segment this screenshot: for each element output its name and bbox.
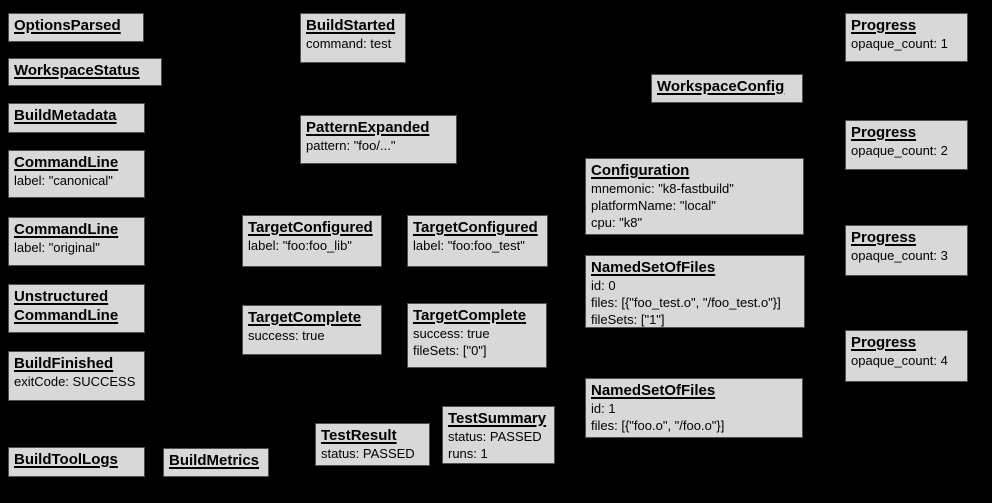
node-title: TargetComplete	[413, 307, 527, 324]
node-progress-4: Progress opaque_count: 4	[845, 330, 968, 382]
node-field: cpu: "k8"	[591, 215, 643, 230]
node-named-set-of-files-0: NamedSetOfFiles id: 0 files: [{"foo_test…	[585, 255, 805, 328]
node-progress-1: Progress opaque_count: 1	[845, 13, 968, 62]
node-field: fileSets: ["0"]	[413, 343, 487, 358]
node-field: success: true	[413, 326, 490, 341]
node-command-line-original: CommandLine label: "original"	[8, 217, 145, 266]
node-build-finished: BuildFinished exitCode: SUCCESS	[8, 351, 145, 401]
node-title: NamedSetOfFiles	[591, 259, 716, 276]
node-field: label: "original"	[14, 240, 100, 255]
node-title: TargetConfigured	[413, 219, 538, 236]
node-pattern-expanded: PatternExpanded pattern: "foo/..."	[300, 115, 457, 164]
node-field: opaque_count: 2	[851, 143, 948, 158]
node-field: opaque_count: 4	[851, 353, 948, 368]
node-test-result: TestResult status: PASSED	[315, 423, 430, 466]
node-field: runs: 1	[448, 446, 488, 461]
node-field: command: test	[306, 36, 392, 51]
node-title: BuildToolLogs	[14, 451, 118, 468]
node-progress-3: Progress opaque_count: 3	[845, 225, 968, 276]
node-title: BuildStarted	[306, 17, 396, 34]
node-title: Configuration	[591, 162, 690, 179]
node-workspace-status: WorkspaceStatus	[8, 58, 162, 86]
node-title: CommandLine	[14, 154, 119, 171]
node-field: label: "canonical"	[14, 173, 113, 188]
node-unstructured-command-line: Unstructured CommandLine	[8, 284, 145, 333]
node-title: CommandLine	[14, 221, 119, 238]
node-field: id: 1	[591, 401, 616, 416]
node-title: TargetComplete	[248, 309, 362, 326]
node-field: fileSets: ["1"]	[591, 312, 665, 327]
node-target-configured-foo-lib: TargetConfigured label: "foo:foo_lib"	[242, 215, 382, 267]
node-field: success: true	[248, 328, 325, 343]
node-field: status: PASSED	[448, 429, 542, 444]
node-options-parsed: OptionsParsed	[8, 13, 144, 42]
node-field: label: "foo:foo_test"	[413, 238, 525, 253]
node-title: BuildMetadata	[14, 107, 117, 124]
node-workspace-config: WorkspaceConfig	[651, 74, 803, 103]
node-build-tool-logs: BuildToolLogs	[8, 447, 145, 477]
node-build-metadata: BuildMetadata	[8, 103, 145, 133]
node-title: Unstructured CommandLine	[14, 288, 119, 324]
node-build-metrics: BuildMetrics	[163, 448, 269, 477]
node-title: PatternExpanded	[306, 119, 430, 136]
node-title: WorkspaceStatus	[14, 62, 140, 79]
node-title: TestSummary	[448, 410, 547, 427]
node-field: status: PASSED	[321, 446, 415, 461]
node-title: Progress	[851, 334, 917, 351]
node-title: TestResult	[321, 427, 397, 444]
node-title: Progress	[851, 17, 917, 34]
node-field: platformName: "local"	[591, 198, 716, 213]
node-field: files: [{"foo_test.o", "/foo_test.o"}]	[591, 295, 781, 310]
node-field: opaque_count: 3	[851, 248, 948, 263]
node-title: NamedSetOfFiles	[591, 382, 716, 399]
node-field: id: 0	[591, 278, 616, 293]
node-configuration: Configuration mnemonic: "k8-fastbuild" p…	[585, 158, 804, 235]
node-field: mnemonic: "k8-fastbuild"	[591, 181, 734, 196]
node-field: files: [{"foo.o", "/foo.o"}]	[591, 418, 725, 433]
node-field: label: "foo:foo_lib"	[248, 238, 352, 253]
node-target-complete-foo-test: TargetComplete success: true fileSets: […	[407, 303, 547, 368]
node-title: Progress	[851, 124, 917, 141]
node-field: opaque_count: 1	[851, 36, 948, 51]
node-progress-2: Progress opaque_count: 2	[845, 120, 968, 170]
node-title: Progress	[851, 229, 917, 246]
node-title: TargetConfigured	[248, 219, 373, 236]
node-target-configured-foo-test: TargetConfigured label: "foo:foo_test"	[407, 215, 548, 267]
node-title: WorkspaceConfig	[657, 78, 785, 95]
node-build-started: BuildStarted command: test	[300, 13, 406, 63]
node-command-line-canonical: CommandLine label: "canonical"	[8, 150, 145, 198]
node-named-set-of-files-1: NamedSetOfFiles id: 1 files: [{"foo.o", …	[585, 378, 803, 438]
node-target-complete-foo-lib: TargetComplete success: true	[242, 305, 382, 355]
node-field: exitCode: SUCCESS	[14, 374, 136, 389]
node-field: pattern: "foo/..."	[306, 138, 396, 153]
node-title: BuildFinished	[14, 355, 114, 372]
node-title: OptionsParsed	[14, 17, 121, 34]
node-test-summary: TestSummary status: PASSED runs: 1	[442, 406, 555, 464]
node-title: BuildMetrics	[169, 452, 260, 469]
